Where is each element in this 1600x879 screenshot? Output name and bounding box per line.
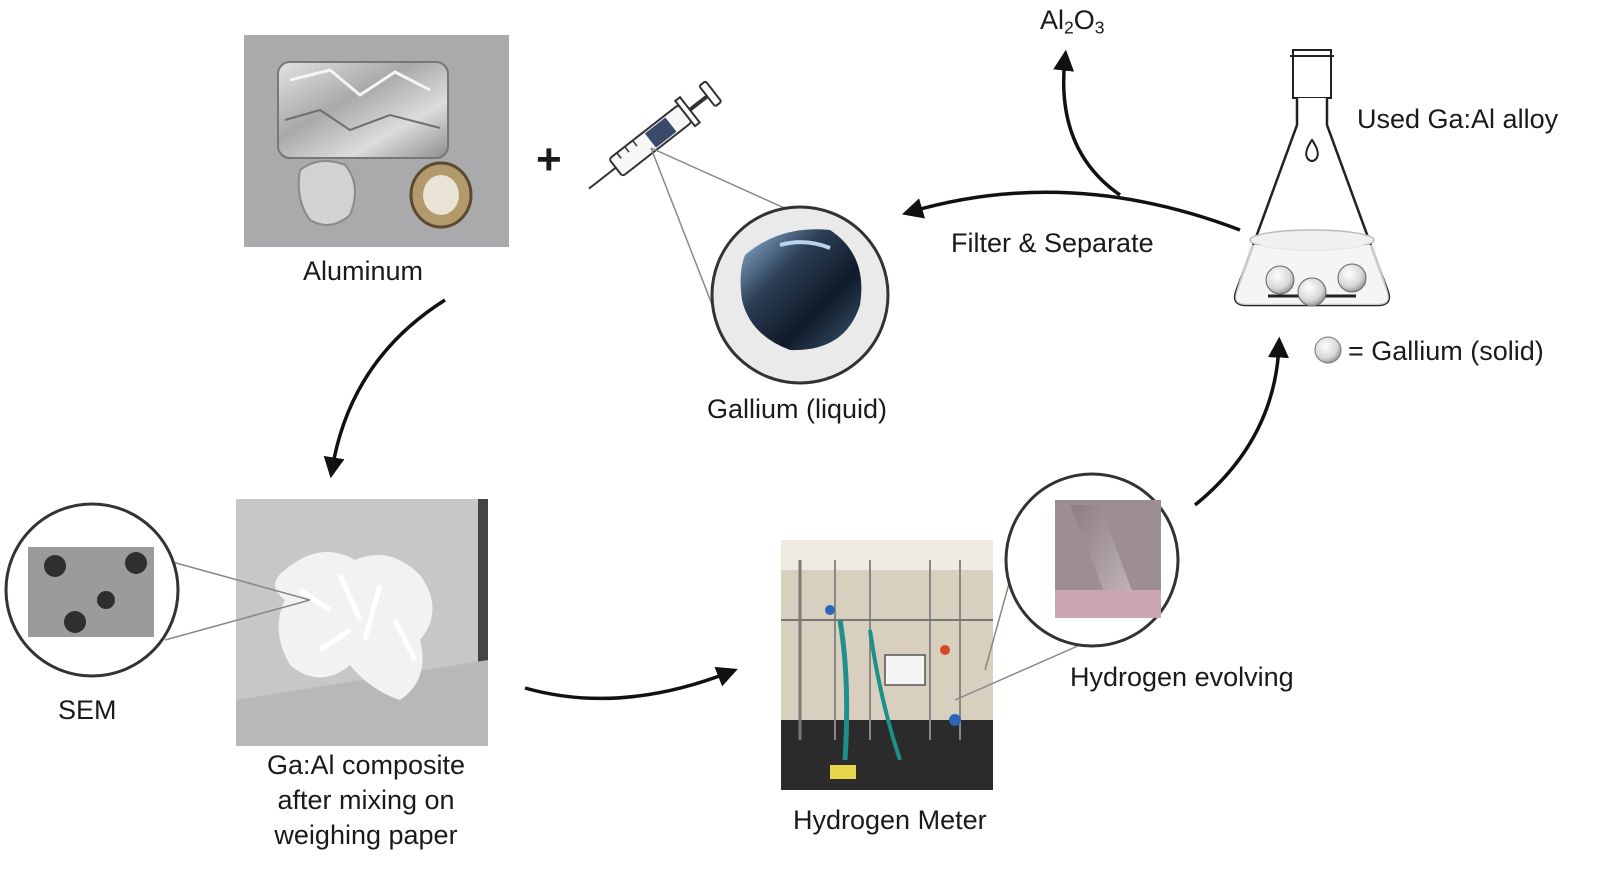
gallium-solid-legend-label: = Gallium (solid) bbox=[1348, 336, 1544, 366]
filter-separate-label: Filter & Separate bbox=[951, 228, 1154, 258]
used-alloy-label: Used Ga:Al alloy bbox=[1357, 104, 1559, 134]
flask-icon bbox=[1233, 49, 1391, 307]
composite-caption-line2: after mixing on bbox=[277, 785, 455, 816]
gallium-liquid-label: Gallium (liquid) bbox=[707, 394, 888, 424]
arrow-aluminum-to-composite bbox=[323, 298, 446, 479]
composite-caption: Ga:Al composite after mixing on weighing… bbox=[236, 748, 496, 853]
composite-caption-line3: weighing paper bbox=[274, 820, 458, 851]
arrow-evolving-to-flask bbox=[1193, 336, 1289, 507]
arrow-flask-to-gallium bbox=[901, 190, 1241, 232]
hydrogen-meter-photo bbox=[781, 540, 993, 790]
gallium-solid-legend-icon bbox=[1314, 336, 1342, 364]
aluminum-photo bbox=[244, 35, 509, 247]
composite-caption-line1: Ga:Al composite bbox=[266, 750, 466, 780]
arrow-to-al2o3 bbox=[1053, 49, 1121, 197]
aluminum-label: Aluminum bbox=[303, 256, 424, 286]
composite-photo bbox=[236, 499, 488, 746]
al2o3-label: Al2O3 bbox=[1040, 5, 1105, 38]
hydrogen-evolving-circle bbox=[1004, 472, 1180, 648]
syringe-icon bbox=[588, 80, 722, 190]
hydrogen-meter-label: Hydrogen Meter bbox=[793, 805, 987, 835]
sem-label: SEM bbox=[58, 695, 117, 725]
gallium-liquid-circle bbox=[710, 205, 890, 385]
plus-sign: + bbox=[536, 135, 562, 184]
arrow-composite-to-meter bbox=[524, 666, 738, 701]
hydrogen-evolving-label: Hydrogen evolving bbox=[1070, 662, 1294, 692]
sem-circle bbox=[4, 502, 180, 678]
